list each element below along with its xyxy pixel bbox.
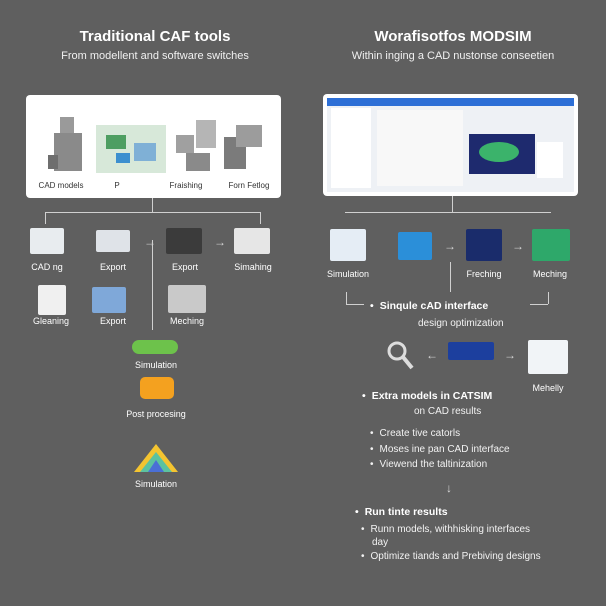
- arrow-right-icon: →: [512, 239, 524, 253]
- blue-cube-icon: [398, 232, 432, 260]
- row2-label: Meching: [169, 316, 205, 326]
- meching-block-icon: [168, 285, 206, 313]
- software-window-illustration: [327, 98, 574, 192]
- arrow-right-icon: →: [144, 235, 156, 249]
- card-label-forn-fetlog: Forn Fetlog: [228, 181, 270, 190]
- run-results-heading: Run tinte results: [355, 506, 448, 518]
- arrow-right-icon: →: [214, 235, 226, 249]
- connector: [152, 198, 153, 212]
- right-title: Worafisotfos MODSIM: [374, 28, 532, 45]
- run-bullet-continuation: day: [372, 537, 389, 548]
- chain-label: Post procesing: [126, 409, 186, 419]
- row1-label: Export: [171, 262, 198, 272]
- card-label-fraishing: Fraishing: [169, 181, 203, 190]
- row1-label: Simahing: [234, 262, 272, 272]
- simulation-screen-icon: [330, 229, 366, 261]
- connector: [450, 262, 451, 292]
- row1-right-label: Freching: [466, 269, 502, 279]
- row1-right-label: Simulation: [326, 269, 370, 279]
- chain-label: Simulation: [134, 360, 178, 370]
- design-optimization-text: design optimization: [418, 318, 504, 329]
- connector: [346, 292, 347, 304]
- meching-screen-icon: [532, 229, 570, 261]
- mesh-icon: [166, 228, 202, 254]
- connector: [45, 212, 46, 224]
- magnifier-icon: [387, 341, 414, 370]
- row1-label: Export: [99, 262, 126, 272]
- extra-subtitle: on CAD results: [414, 406, 482, 417]
- extra-bullet: Viewend the taltinization: [370, 459, 488, 470]
- run-bullet: Runn models, withhisking interfaces: [361, 524, 531, 535]
- orange-component-icon: [140, 377, 174, 399]
- arrow-left-icon: ←: [426, 348, 438, 362]
- extra-bullet: Create tive catorls: [370, 428, 461, 439]
- extra-bullet: Moses ine pan CAD interface: [370, 444, 510, 455]
- connector: [260, 212, 261, 224]
- connector: [530, 304, 548, 305]
- connector: [346, 304, 364, 305]
- peak-plot-icon: [134, 444, 178, 472]
- row1-label: CAD ng: [31, 262, 63, 272]
- modsim-screenshot-card: [323, 94, 578, 196]
- connector: [345, 212, 551, 213]
- row1-right-label: Meching: [532, 269, 568, 279]
- freching-screen-icon: [466, 229, 502, 261]
- connector: [548, 292, 549, 304]
- row2-label: Gleaning: [32, 316, 70, 326]
- arrow-right-icon: →: [504, 348, 516, 362]
- connector: [452, 196, 453, 212]
- right-subtitle: Within inging a CAD nustonse conseetien: [351, 50, 555, 62]
- card-label-p: P: [114, 181, 120, 190]
- connector: [45, 212, 260, 213]
- cad-ng-icon: [30, 228, 64, 254]
- connector: [152, 240, 153, 330]
- single-cad-heading: Sinqule cAD interface: [370, 300, 489, 312]
- extra-models-heading: Extra models in CATSIM: [362, 390, 493, 402]
- simulation-wave-icon: [132, 340, 178, 354]
- card-label-cad-models: CAD models: [38, 181, 84, 190]
- left-title: Traditional CAF tools: [79, 28, 231, 45]
- mehelly-label: Mehelly: [532, 383, 564, 393]
- result-strip-icon: [448, 342, 494, 360]
- chain-label: Simulation: [134, 479, 178, 489]
- export-icon: [96, 230, 130, 252]
- row2-label: Export: [99, 316, 126, 326]
- arrow-down-icon: ↓: [446, 481, 452, 495]
- blue-mesh-icon: [92, 287, 126, 313]
- machine-blocks-icon: [176, 120, 216, 171]
- server-icon: [224, 125, 262, 169]
- robot-arm-icon: [48, 117, 82, 171]
- circuit-board-icon: [96, 125, 166, 173]
- traditional-tools-card: CAD models P Fraishing Forn Fetlog: [26, 95, 281, 198]
- run-bullet: Optimize tiands and Prebiving designs: [361, 551, 541, 562]
- arrow-right-icon: →: [444, 239, 456, 253]
- cad-illustrations: [48, 117, 262, 173]
- left-subtitle: From modellent and software switches: [61, 50, 249, 62]
- simahing-icon: [234, 228, 270, 254]
- document-icon: [38, 285, 66, 315]
- mehelly-screen-icon: [528, 340, 568, 374]
